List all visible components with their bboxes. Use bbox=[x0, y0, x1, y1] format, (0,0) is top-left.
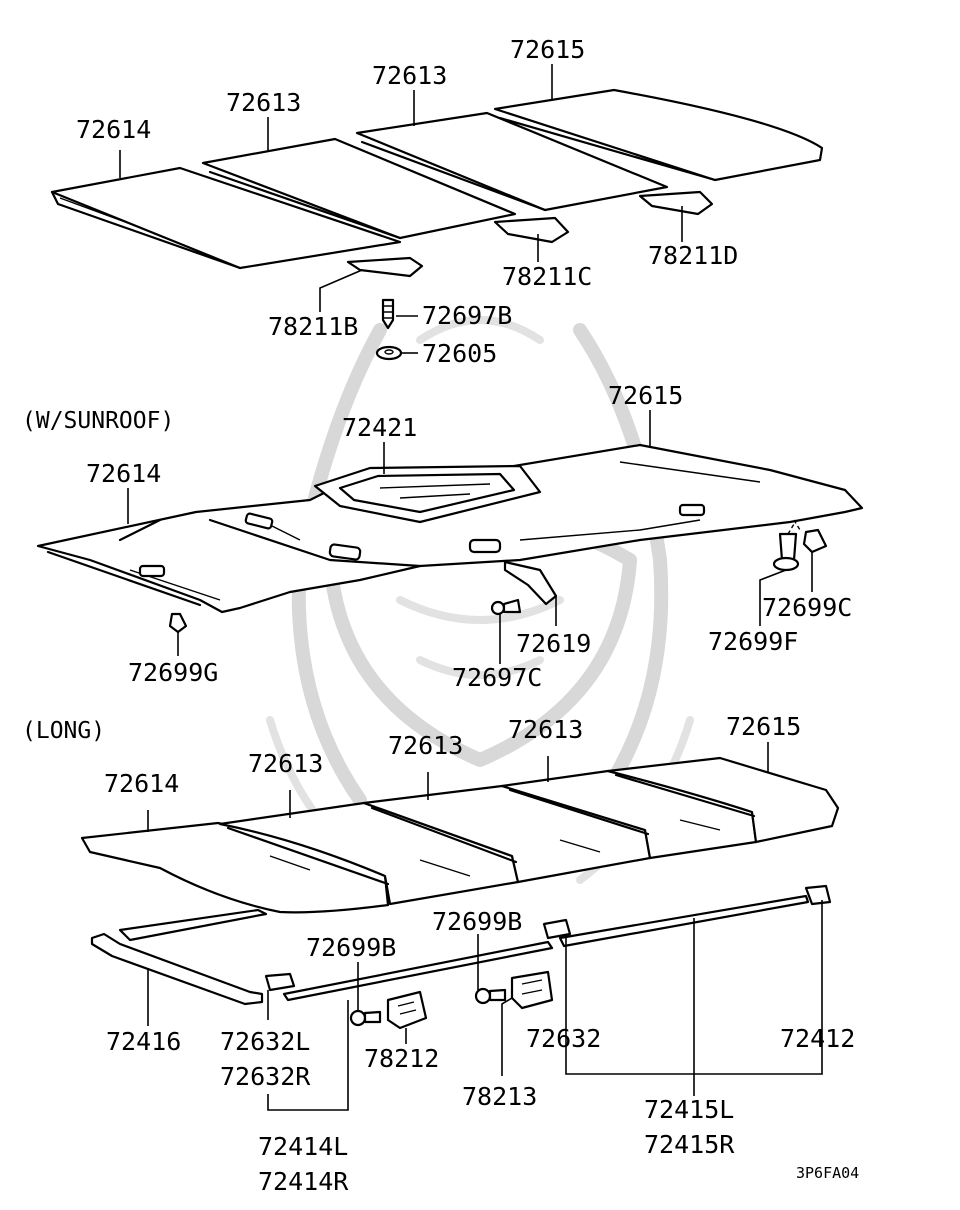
screw-72697B bbox=[381, 298, 395, 330]
label-72615-top: 72615 bbox=[510, 35, 585, 64]
label-72613-top-a: 72613 bbox=[226, 88, 301, 117]
bracket-78211D bbox=[638, 190, 714, 216]
label-72605: 72605 bbox=[422, 339, 497, 368]
label-72632R: 72632R bbox=[220, 1062, 311, 1091]
bracket-78211C bbox=[493, 216, 570, 244]
clip-72632L bbox=[264, 972, 296, 992]
label-78212: 78212 bbox=[364, 1044, 439, 1073]
label-72619: 72619 bbox=[516, 629, 591, 658]
rail-72416 bbox=[90, 932, 264, 1006]
long-section: (LONG) bbox=[22, 712, 855, 1196]
label-72699C: 72699C bbox=[762, 593, 852, 622]
label-72412: 72412 bbox=[780, 1024, 855, 1053]
washer-72605 bbox=[375, 345, 403, 361]
label-72699F: 72699F bbox=[708, 627, 798, 656]
section-title-long: (LONG) bbox=[22, 718, 105, 744]
label-72614-sunroof: 72614 bbox=[86, 459, 161, 488]
panel-72614-top bbox=[50, 166, 402, 270]
label-72613-top-b: 72613 bbox=[372, 61, 447, 90]
label-72416: 72416 bbox=[106, 1027, 181, 1056]
label-72614-long: 72614 bbox=[104, 769, 179, 798]
section-title-sunroof: (W/SUNROOF) bbox=[22, 408, 174, 434]
label-72699B-a: 72699B bbox=[306, 933, 396, 962]
label-72697C: 72697C bbox=[452, 663, 542, 692]
label-72414R: 72414R bbox=[258, 1167, 349, 1196]
label-72415R: 72415R bbox=[644, 1130, 735, 1159]
clip-72699G bbox=[168, 612, 188, 634]
panel-72613-top-a bbox=[201, 137, 517, 240]
panel-72615-top bbox=[493, 88, 824, 182]
label-72699G: 72699G bbox=[128, 658, 218, 687]
label-72613-long-b: 72613 bbox=[388, 731, 463, 760]
label-72613-long-a: 72613 bbox=[248, 749, 323, 778]
handle-72619 bbox=[503, 560, 558, 606]
label-78211B: 78211B bbox=[268, 312, 358, 341]
rail-72414 bbox=[282, 940, 554, 1002]
label-72415L: 72415L bbox=[644, 1095, 734, 1124]
clip-72699C bbox=[802, 528, 828, 554]
panel-72615-long bbox=[606, 756, 840, 844]
rail-72415 bbox=[558, 894, 810, 948]
label-72615-sunroof: 72615 bbox=[608, 381, 683, 410]
label-72613-long-c: 72613 bbox=[508, 715, 583, 744]
bracket-78211B bbox=[346, 256, 424, 278]
panel-72613-top-b bbox=[355, 111, 669, 212]
label-72697B: 72697B bbox=[422, 301, 512, 330]
screw-72699B-a bbox=[349, 1009, 382, 1027]
label-78211C: 78211C bbox=[502, 262, 592, 291]
bracket-78212 bbox=[386, 990, 428, 1030]
cap-72412 bbox=[804, 884, 832, 906]
label-72632: 72632 bbox=[526, 1024, 601, 1053]
top-section: 72614 72613 72613 72615 78211B 78211C 78… bbox=[50, 35, 824, 368]
label-72614-top: 72614 bbox=[76, 115, 151, 144]
label-72699B-b: 72699B bbox=[432, 907, 522, 936]
sunroof-section: (W/SUNROOF) 72614 72421 72615 72 bbox=[22, 381, 864, 692]
label-72632L: 72632L bbox=[220, 1027, 310, 1056]
screw-72697C bbox=[490, 598, 522, 616]
label-72421: 72421 bbox=[342, 413, 417, 442]
label-78211D: 78211D bbox=[648, 241, 738, 270]
label-78213: 78213 bbox=[462, 1082, 537, 1111]
diagram-code: 3P6FA04 bbox=[796, 1164, 859, 1182]
clip-72632 bbox=[542, 918, 572, 940]
label-72615-long: 72615 bbox=[726, 712, 801, 741]
label-72414L: 72414L bbox=[258, 1132, 348, 1161]
bracket-78213 bbox=[510, 970, 554, 1010]
clip-72699F bbox=[778, 532, 798, 562]
screw-72699B-b bbox=[474, 987, 507, 1005]
